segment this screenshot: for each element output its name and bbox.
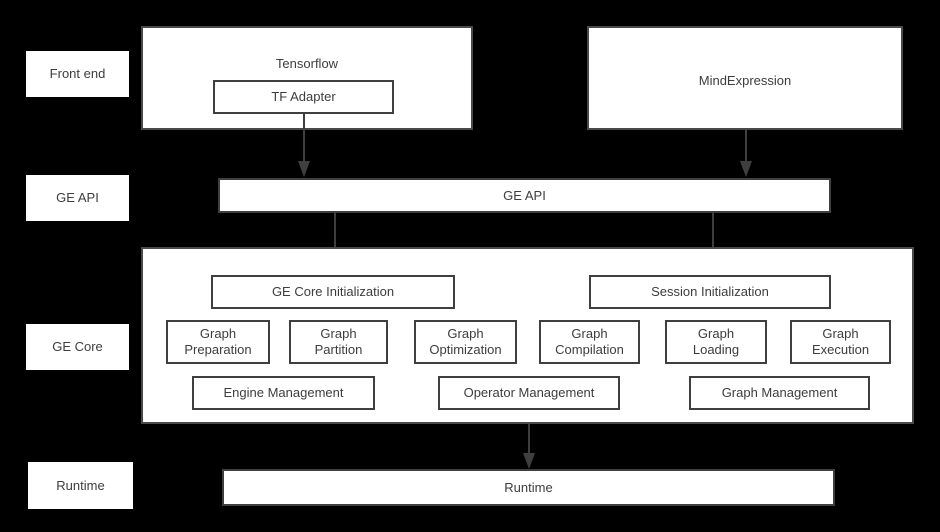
- graph-preparation-box[interactable]: Graph Preparation: [166, 320, 270, 364]
- graph-execution-box[interactable]: Graph Execution: [790, 320, 891, 364]
- tensorflow-title: Tensorflow: [275, 56, 339, 71]
- mindexpression-container: MindExpression: [587, 26, 903, 130]
- stage-label-front-end: Front end: [26, 51, 129, 97]
- graph-compilation-label: Graph Compilation: [555, 326, 624, 357]
- stage-label-ge-api-text: GE API: [56, 190, 99, 206]
- stage-label-ge-api: GE API: [26, 175, 129, 221]
- graph-compilation-box[interactable]: Graph Compilation: [539, 320, 640, 364]
- graph-optimization-label: Graph Optimization: [429, 326, 502, 357]
- tf-adapter-label: TF Adapter: [271, 89, 336, 105]
- stage-label-ge-core-text: GE Core: [52, 339, 103, 355]
- ge-api-bar-label: GE API: [503, 187, 546, 203]
- stage-label-runtime: Runtime: [28, 462, 133, 509]
- engine-management-label: Engine Management: [223, 385, 344, 401]
- graph-execution-label: Graph Execution: [811, 326, 870, 357]
- graph-preparation-label: Graph Preparation: [184, 326, 252, 357]
- graph-partition-label: Graph Partition: [314, 326, 363, 357]
- graph-management-label: Graph Management: [721, 385, 838, 401]
- graph-partition-box[interactable]: Graph Partition: [289, 320, 388, 364]
- arrow-mindexpression-to-ge-api: [737, 130, 755, 178]
- session-initialization-box[interactable]: Session Initialization: [589, 275, 831, 309]
- ge-core-initialization-label: GE Core Initialization: [271, 284, 395, 300]
- ge-api-bar[interactable]: GE API: [218, 178, 831, 213]
- tf-adapter-box[interactable]: TF Adapter: [213, 80, 394, 114]
- runtime-bar-label: Runtime: [504, 479, 553, 495]
- ge-core-initialization-box[interactable]: GE Core Initialization: [211, 275, 455, 309]
- engine-management-box[interactable]: Engine Management: [192, 376, 375, 410]
- graph-optimization-box[interactable]: Graph Optimization: [414, 320, 517, 364]
- mindexpression-title: MindExpression: [698, 73, 792, 88]
- arrow-ge-core-to-runtime: [520, 424, 538, 470]
- session-initialization-label: Session Initialization: [651, 284, 769, 300]
- stage-label-runtime-text: Runtime: [56, 477, 105, 493]
- arrow-tf-adapter-to-ge-api: [295, 114, 313, 178]
- operator-management-box[interactable]: Operator Management: [438, 376, 620, 410]
- graph-management-box[interactable]: Graph Management: [689, 376, 870, 410]
- stage-label-front-end-text: Front end: [49, 66, 106, 82]
- runtime-bar[interactable]: Runtime: [222, 469, 835, 506]
- graph-loading-label: Graph Loading: [692, 326, 740, 357]
- stage-label-ge-core: GE Core: [26, 324, 129, 370]
- operator-management-label: Operator Management: [463, 385, 595, 401]
- graph-loading-box[interactable]: Graph Loading: [665, 320, 767, 364]
